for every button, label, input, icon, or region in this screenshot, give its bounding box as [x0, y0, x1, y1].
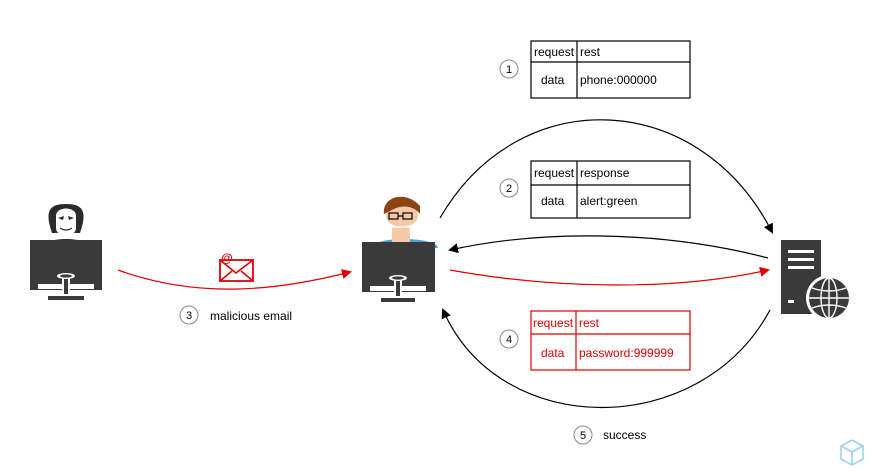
- arrow-malicious-email-3: [117, 269, 352, 290]
- table-1-key-data: data: [541, 73, 565, 87]
- step-badge-1: 1: [499, 59, 519, 79]
- payload-table-1: [530, 40, 691, 99]
- table-2-key-request: request: [534, 166, 575, 180]
- table-2-value-data: alert:green: [580, 194, 637, 208]
- email-icon: @: [219, 251, 254, 282]
- table-3-value-request: rest: [579, 316, 600, 330]
- table-2-key-data: data: [541, 194, 565, 208]
- step-number-2: 2: [506, 183, 512, 195]
- step-number-3: 3: [186, 310, 192, 322]
- payload-table-2: [530, 160, 691, 219]
- table-2-value-request: response: [580, 166, 630, 180]
- arrow-response-2: [448, 235, 769, 259]
- arrow-success-5: [441, 308, 771, 408]
- watermark-logo-icon: [840, 439, 864, 466]
- step-label-success: success: [603, 428, 646, 442]
- svg-text:@: @: [221, 251, 233, 265]
- step-badge-2: 2: [499, 178, 519, 198]
- web-server-icon: [781, 240, 852, 321]
- table-3-key-data: data: [541, 346, 565, 360]
- table-1-key-request: request: [534, 45, 575, 59]
- step-number-4: 4: [506, 334, 512, 346]
- table-3-key-request: request: [533, 316, 574, 330]
- payload-table-3: [530, 310, 691, 371]
- step-number-5: 5: [580, 430, 586, 442]
- step-number-1: 1: [506, 64, 512, 76]
- hacker-icon: [30, 204, 102, 300]
- step-badge-5: 5: [573, 425, 593, 445]
- step-badge-4: 4: [499, 329, 519, 349]
- table-3-value-data: password:999999: [579, 346, 674, 360]
- step-label-malicious-email: malicious email: [210, 309, 292, 323]
- table-1-value-request: rest: [580, 45, 601, 59]
- user-icon: [362, 196, 438, 302]
- table-1-value-data: phone:000000: [580, 73, 657, 87]
- arrow-request-1: [439, 119, 773, 234]
- step-badge-3: 3: [179, 305, 199, 325]
- arrow-request-4: [449, 266, 770, 286]
